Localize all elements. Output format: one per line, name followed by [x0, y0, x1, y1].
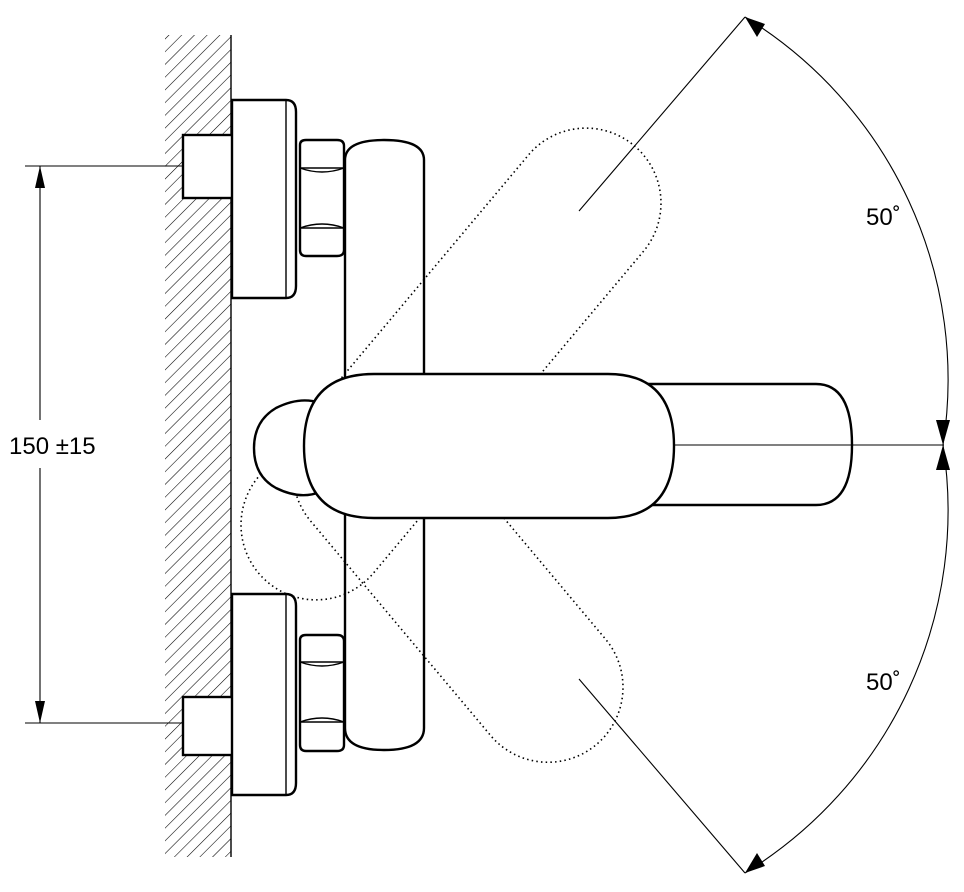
cartridge-cap — [252, 399, 322, 497]
mount-spacing-dimension: 150 ±15 — [9, 165, 183, 724]
lower-eccentric-connector — [181, 592, 298, 797]
upper-eccentric-connector — [181, 98, 298, 300]
lever-front — [302, 372, 676, 520]
rotation-upper-label: 50˚ — [866, 204, 901, 231]
rotation-lower-label: 50˚ — [866, 669, 901, 696]
upper-hex-nut — [298, 138, 346, 258]
mount-spacing-label: 150 ±15 — [9, 433, 96, 460]
rotation-angle-lower: 50˚ — [578, 444, 950, 874]
rotation-angle-upper: 50˚ — [578, 16, 950, 446]
lower-hex-nut — [298, 633, 346, 753]
